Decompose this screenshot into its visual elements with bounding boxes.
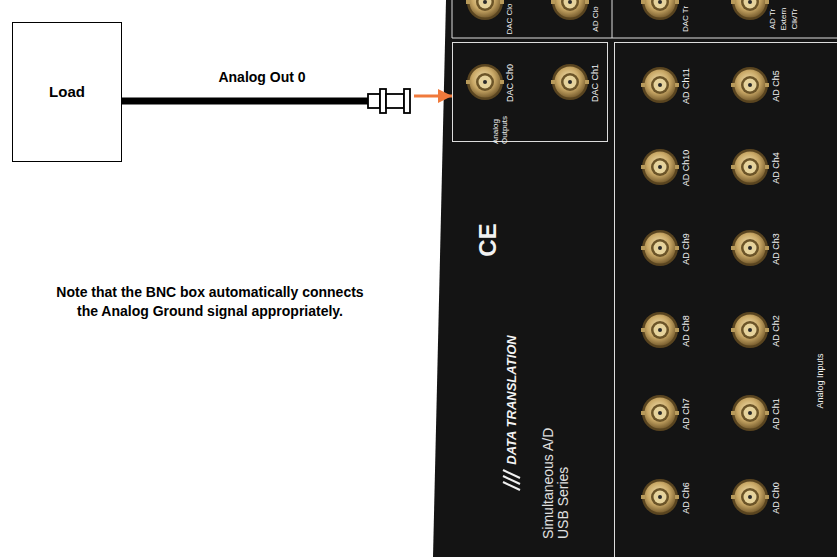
channel-label: AD Ch8 — [682, 315, 692, 347]
input-group-box: AD Ch11 AD Ch5 AD Ch10 AD Ch4 AD Ch9 AD Ch3AD… — [614, 42, 837, 557]
channel-label: AD Ch5 — [772, 70, 782, 102]
pointer-arrow — [414, 95, 452, 98]
brand-logo: DATA TRANSLATION — [505, 335, 519, 465]
connector-label: DAC Tr — [682, 6, 691, 32]
channel-label: AD Ch11 — [682, 68, 692, 104]
bnc-plug — [368, 89, 410, 113]
channel-label: AD Ch1 — [772, 398, 782, 430]
cable-connector — [122, 96, 452, 101]
bnc-jacks — [466, 0, 769, 515]
channel-label: AD Ch3 — [772, 233, 782, 265]
connector-label: AD Tr — [769, 9, 778, 29]
channel-label: AD Ch6 — [682, 482, 692, 514]
connector-label: Clk/Tr — [791, 8, 800, 29]
group-label: Analog Outputs — [492, 98, 510, 144]
connector-label: Extern — [780, 7, 789, 30]
note-text: Note that the BNC box automatically conn… — [55, 283, 365, 321]
ce-mark: CE — [475, 223, 501, 256]
channel-label: AD Ch10 — [682, 150, 692, 187]
signal-label: Analog Out 0 — [216, 70, 307, 85]
channel-label: AD Ch0 — [772, 482, 782, 514]
output-group-box: DAC Ch0 DAC Ch1Analog Outputs — [452, 42, 608, 142]
cable-line — [122, 98, 368, 105]
product-name: Simultaneous A/D USB Series — [541, 417, 572, 539]
channel-label: AD Ch2 — [772, 315, 782, 347]
connector-label: DAC Clo — [506, 3, 515, 34]
load-box: Load — [12, 22, 122, 162]
channel-label: DAC Ch0 — [506, 64, 516, 102]
channel-label: DAC Ch1 — [591, 64, 601, 102]
device-panel — [433, 0, 837, 557]
group-label: Analog Inputs — [816, 353, 826, 408]
channel-label: AD Ch4 — [772, 152, 782, 184]
connector-label: AD Clo — [592, 6, 601, 31]
logo-stripes — [503, 470, 520, 490]
channel-label: AD Ch7 — [682, 398, 692, 430]
channel-label: AD Ch9 — [682, 233, 692, 265]
node-title: Load — [49, 84, 85, 101]
